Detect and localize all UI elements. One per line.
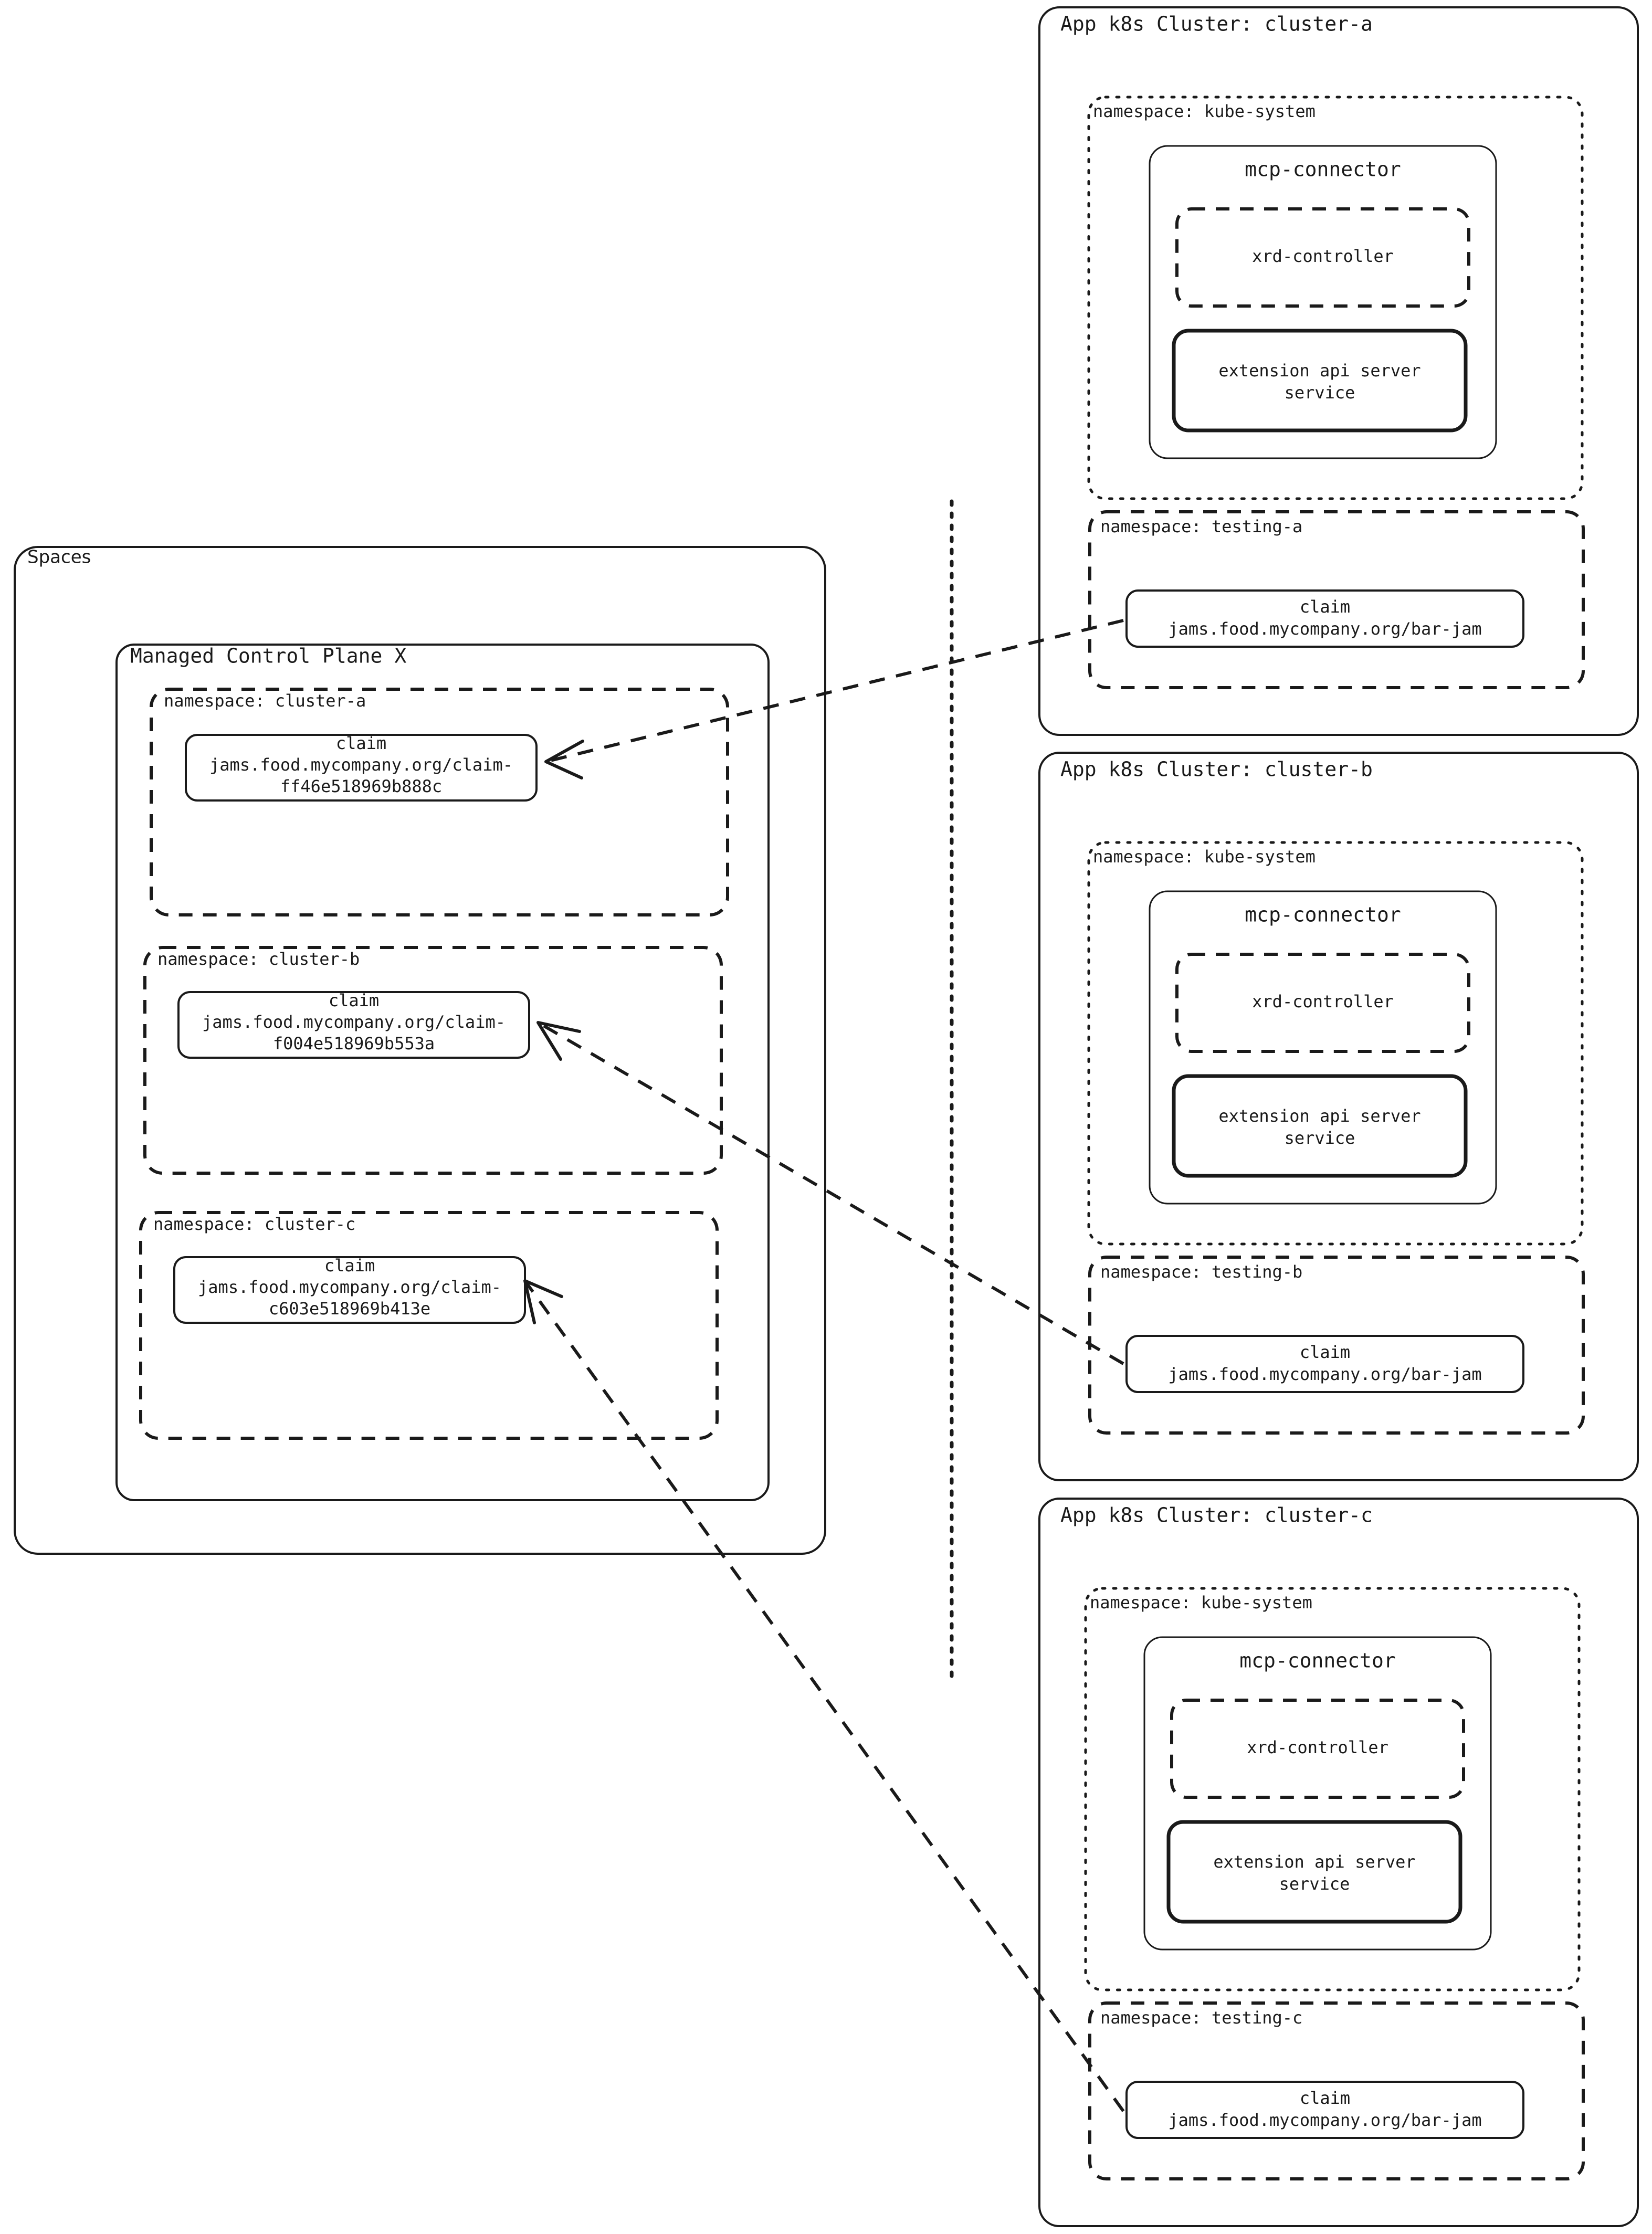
cluster-a-testing-claim-box (1125, 589, 1524, 648)
cluster-b-xrd-controller-label: xrd-controller (1252, 992, 1394, 1011)
namespace-cluster-c[interactable]: namespace: cluster-c claim jams.food.myc… (139, 1211, 719, 1440)
claim-cluster-a-ref-line1: jams.food.mycompany.org/claim- (209, 755, 513, 775)
cluster-a-testing-claim-kind: claim (1300, 597, 1350, 617)
namespace-cluster-a-label: namespace: cluster-a (164, 691, 366, 711)
cluster-b-mcp-connector[interactable]: mcp-connector xrd-controller extension a… (1149, 890, 1497, 1205)
cluster-b-label: App k8s Cluster: cluster-b (1060, 758, 1373, 781)
cluster-c-testing-namespace[interactable]: namespace: testing-c claim jams.food.myc… (1088, 2001, 1585, 2180)
cluster-c-xrd-controller-box (1170, 1699, 1465, 1799)
cluster-c-extension-api-server-box (1166, 1820, 1462, 1924)
cluster-a-extension-api-server[interactable]: extension api server service (1172, 329, 1468, 433)
cluster-a-extension-api-server-line2: service (1285, 383, 1355, 403)
cluster-b-extension-api-server[interactable]: extension api server service (1172, 1074, 1468, 1178)
cluster-c-mcp-connector[interactable]: mcp-connector xrd-controller extension a… (1143, 1636, 1492, 1951)
claim-cluster-c[interactable]: claim jams.food.mycompany.org/claim- c60… (173, 1256, 526, 1324)
control-plane-label: Managed Control Plane X (130, 645, 406, 668)
spaces-panel[interactable]: Spaces Managed Control Plane X namespace… (14, 546, 826, 1555)
cluster-b-testing-label: namespace: testing-b (1100, 1262, 1302, 1282)
namespace-cluster-a-background (150, 688, 729, 916)
cluster-c-testing-label: namespace: testing-c (1100, 2008, 1302, 2028)
cluster-c-extension-api-server-line1: extension api server (1213, 1852, 1415, 1872)
claim-cluster-a[interactable]: claim jams.food.mycompany.org/claim- ff4… (185, 733, 538, 802)
claim-cluster-a-kind: claim (336, 733, 386, 753)
cluster-panel-a[interactable]: App k8s Cluster: cluster-a namespace: ku… (1038, 6, 1639, 736)
cluster-b-testing-claim-ref: jams.food.mycompany.org/bar-jam (1168, 1364, 1481, 1384)
cluster-a-kube-system[interactable]: namespace: kube-system mcp-connector xrd… (1087, 96, 1584, 500)
claim-cluster-b-box (177, 991, 530, 1059)
namespace-cluster-a[interactable]: namespace: cluster-a claim jams.food.myc… (150, 688, 729, 916)
claim-cluster-b[interactable]: claim jams.food.mycompany.org/claim- f00… (177, 990, 530, 1059)
cluster-c-xrd-controller-label: xrd-controller (1247, 1737, 1388, 1757)
cluster-a-testing-claim[interactable]: claim jams.food.mycompany.org/bar-jam (1125, 589, 1524, 648)
cluster-b-background (1038, 752, 1639, 1481)
namespace-cluster-b-label: namespace: cluster-b (157, 949, 360, 969)
cluster-b-testing-claim-box (1125, 1335, 1524, 1393)
cluster-c-kube-system[interactable]: namespace: kube-system mcp-connector xrd… (1084, 1587, 1581, 1991)
cluster-b-extension-api-server-line1: extension api server (1218, 1106, 1420, 1126)
connector-arrow-b (536, 1021, 1124, 1365)
namespace-cluster-b-background (143, 946, 723, 1175)
cluster-c-testing-claim-ref: jams.food.mycompany.org/bar-jam (1168, 2110, 1481, 2130)
spaces-panel-background (14, 546, 826, 1555)
claim-cluster-b-kind: claim (329, 990, 379, 1010)
cluster-c-testing-claim-box (1125, 2081, 1524, 2139)
cluster-a-mcp-connector-box (1149, 145, 1497, 459)
claim-cluster-c-ref-line1: jams.food.mycompany.org/claim- (198, 1277, 501, 1297)
cluster-b-mcp-connector-label: mcp-connector (1245, 903, 1401, 926)
cluster-c-mcp-connector-label: mcp-connector (1239, 1649, 1395, 1672)
claim-cluster-a-box (185, 734, 538, 802)
managed-control-plane[interactable]: Managed Control Plane X namespace: clust… (115, 644, 770, 1501)
cluster-panel-c[interactable]: App k8s Cluster: cluster-c namespace: ku… (1038, 1498, 1639, 2227)
cluster-c-extension-api-server-line2: service (1279, 1874, 1350, 1894)
cluster-a-testing-namespace[interactable]: namespace: testing-a claim jams.food.myc… (1088, 510, 1585, 689)
cluster-a-testing-claim-ref: jams.food.mycompany.org/bar-jam (1168, 619, 1481, 639)
cluster-c-extension-api-server[interactable]: extension api server service (1166, 1820, 1462, 1924)
cluster-b-testing-claim[interactable]: claim jams.food.mycompany.org/bar-jam (1125, 1335, 1524, 1393)
cluster-a-testing-label: namespace: testing-a (1100, 517, 1302, 536)
cluster-panel-b[interactable]: App k8s Cluster: cluster-b namespace: ku… (1038, 752, 1639, 1481)
claim-cluster-b-ref-line2: f004e518969b553a (273, 1034, 435, 1053)
cluster-a-mcp-connector-label: mcp-connector (1245, 158, 1401, 181)
cluster-c-testing-claim[interactable]: claim jams.food.mycompany.org/bar-jam (1125, 2081, 1524, 2139)
cluster-b-xrd-controller[interactable]: xrd-controller (1175, 953, 1470, 1053)
cluster-a-extension-api-server-box (1172, 329, 1468, 433)
cluster-b-testing-namespace[interactable]: namespace: testing-b claim jams.food.myc… (1088, 1256, 1585, 1435)
cluster-b-kube-system[interactable]: namespace: kube-system mcp-connector xrd… (1087, 841, 1584, 1246)
cluster-a-background (1038, 6, 1639, 736)
claim-cluster-c-kind: claim (324, 1256, 375, 1276)
cluster-a-mcp-connector[interactable]: mcp-connector xrd-controller extension a… (1149, 145, 1497, 459)
cluster-c-testing-background (1088, 2001, 1585, 2180)
cluster-b-testing-claim-kind: claim (1300, 1342, 1350, 1362)
cluster-c-background (1038, 1498, 1639, 2227)
cluster-a-testing-background (1088, 510, 1585, 689)
cluster-a-extension-api-server-line1: extension api server (1218, 361, 1420, 381)
cluster-a-xrd-controller-box (1175, 207, 1470, 308)
cluster-b-kube-system-label: namespace: kube-system (1093, 847, 1316, 867)
cluster-c-label: App k8s Cluster: cluster-c (1060, 1504, 1373, 1527)
namespace-cluster-c-label: namespace: cluster-c (153, 1214, 355, 1234)
cluster-c-xrd-controller[interactable]: xrd-controller (1170, 1699, 1465, 1799)
claim-cluster-c-box (173, 1256, 526, 1324)
claim-cluster-b-ref-line1: jams.food.mycompany.org/claim- (202, 1012, 506, 1032)
namespace-cluster-b[interactable]: namespace: cluster-b claim jams.food.myc… (143, 946, 723, 1175)
cluster-a-kube-system-label: namespace: kube-system (1093, 101, 1316, 121)
control-plane-background (115, 644, 770, 1501)
claim-cluster-a-ref-line2: ff46e518969b888c (280, 776, 442, 796)
cluster-c-kube-system-label: namespace: kube-system (1090, 1593, 1312, 1613)
cluster-a-label: App k8s Cluster: cluster-a (1060, 13, 1373, 36)
connector-arrow-a (544, 619, 1124, 779)
namespace-cluster-c-background (139, 1211, 719, 1440)
cluster-a-xrd-controller[interactable]: xrd-controller (1175, 207, 1470, 308)
cluster-b-mcp-connector-box (1149, 890, 1497, 1205)
claim-cluster-c-ref-line2: c603e518969b413e (269, 1299, 430, 1319)
cluster-c-testing-claim-kind: claim (1300, 2088, 1350, 2108)
connector-arrow-c (523, 1279, 1125, 2112)
cluster-b-extension-api-server-box (1172, 1074, 1468, 1178)
cluster-b-xrd-controller-box (1175, 953, 1470, 1053)
cluster-b-extension-api-server-line2: service (1285, 1128, 1355, 1148)
spaces-label: Spaces (27, 547, 91, 568)
cluster-a-xrd-controller-label: xrd-controller (1252, 246, 1394, 266)
cluster-c-mcp-connector-box (1143, 1636, 1492, 1951)
